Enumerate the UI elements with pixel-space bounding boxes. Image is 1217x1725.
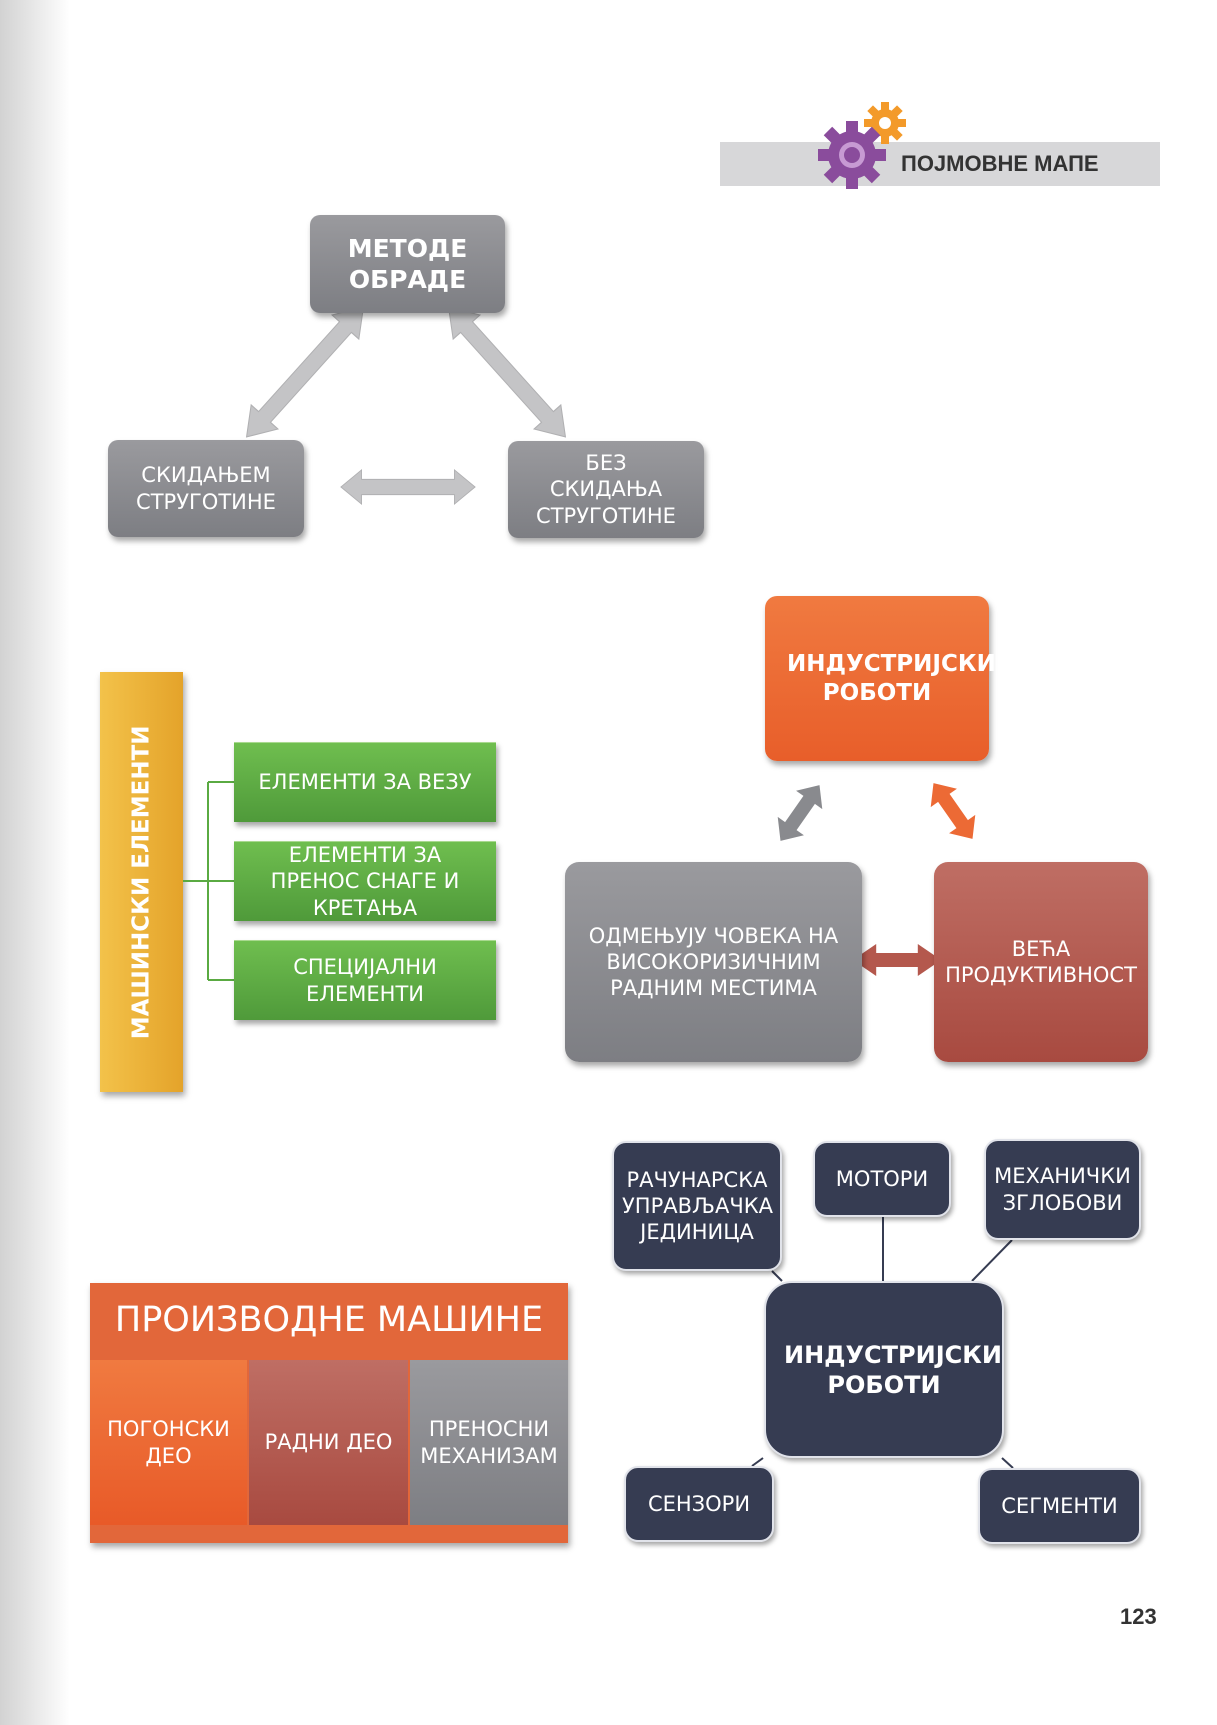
production-machines-title: ПРОИЗВОДНЕ МАШИНЕ — [114, 1300, 544, 1341]
production-part-drive: ПОГОНСКИ ДЕО — [90, 1360, 247, 1525]
methods-top-box: МЕТОДЕ ОБРАДЕ — [310, 215, 505, 313]
section-title-bar: ПОЈМОВНЕ МАПЕ — [720, 142, 1160, 186]
robots-cycle-right-box: ВЕЋА ПРОДУКТИВНОСТ — [934, 862, 1148, 1062]
page-spine-shadow — [0, 0, 70, 1725]
production-machines-panel: ПРОИЗВОДНЕ МАШИНЕ ПОГОНСКИ ДЕО РАДНИ ДЕО… — [90, 1283, 568, 1543]
robots-cycle-top-box: ИНДУСТРИЈСКИ РОБОТИ — [765, 596, 996, 761]
machine-element-item: ЕЛЕМЕНТИ ЗА ВЕЗУ — [234, 742, 496, 822]
section-title: ПОЈМОВНЕ МАПЕ — [901, 151, 1099, 176]
machine-element-item: ЕЛЕМЕНТИ ЗА ПРЕНОС СНАГЕ И КРЕТАЊА — [234, 841, 496, 921]
gears-icon — [818, 102, 906, 189]
robot-parts-node: СЕГМЕНТИ — [978, 1468, 1141, 1544]
methods-left-box: СКИДАЊЕМ СТРУГОТИНЕ — [108, 440, 304, 537]
robot-parts-node: РАЧУНАРСКА УПРАВЉАЧКА ЈЕДИНИЦА — [612, 1141, 782, 1271]
production-part-transmission: ПРЕНОСНИ МЕХАНИЗАМ — [410, 1360, 568, 1525]
methods-right-box: БЕЗ СКИДАЊА СТРУГОТИНЕ — [508, 441, 704, 538]
robot-parts-node: МЕХАНИЧКИ ЗГЛОБОВИ — [984, 1139, 1141, 1240]
robot-parts-node: МОТОРИ — [813, 1141, 951, 1217]
machine-element-item: СПЕЦИЈАЛНИ ЕЛЕМЕНТИ — [234, 940, 496, 1020]
robots-cycle-left-box: ОДМЕЊУЈУ ЧОВЕКА НА ВИСОКОРИЗИЧНИМ РАДНИМ… — [565, 862, 862, 1062]
production-part-working: РАДНИ ДЕО — [249, 1360, 408, 1525]
page-number: 123 — [1120, 1604, 1157, 1629]
machine-elements-title-bar: МАШИНСКИ ЕЛЕМЕНТИ — [100, 672, 183, 1092]
robot-parts-center: ИНДУСТРИЈСКИ РОБОТИ — [764, 1281, 1004, 1458]
robot-parts-node: СЕНЗОРИ — [624, 1466, 774, 1542]
